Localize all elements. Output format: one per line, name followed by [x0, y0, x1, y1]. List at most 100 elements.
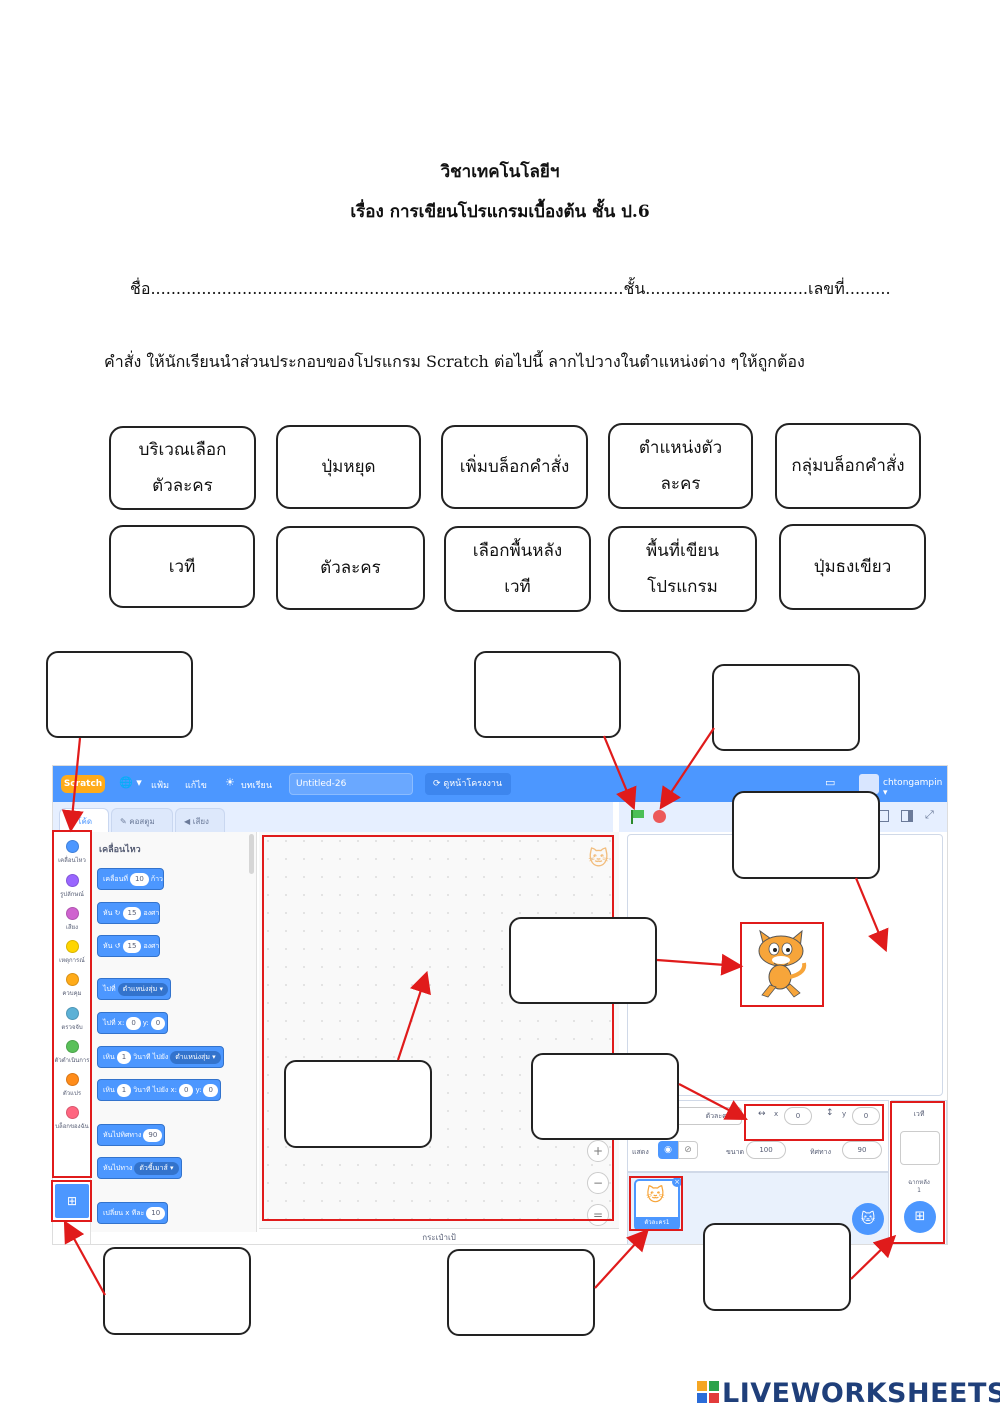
word-card-choose-backdrop[interactable]: เลือกพื้นหลังเวที — [444, 526, 591, 612]
cat-sprite-icon[interactable] — [750, 929, 812, 999]
zoom-in-icon[interactable]: + — [587, 1140, 609, 1162]
y-input[interactable]: 0 — [852, 1107, 880, 1125]
category-sensing[interactable]: ตรวจจับ — [53, 1007, 91, 1032]
hide-eye-icon[interactable]: ⊘ — [678, 1141, 698, 1159]
menu-edit[interactable]: แก้ไข — [185, 781, 207, 791]
menu-tutorials[interactable]: บทเรียน — [241, 781, 272, 791]
answer-box-1[interactable] — [46, 651, 193, 738]
word-line: ปุ่มธงเขียว — [813, 557, 892, 577]
block-input[interactable]: 15 — [122, 940, 142, 953]
tab-sounds[interactable]: ◀ เสียง — [175, 808, 225, 832]
block-input[interactable]: 15 — [122, 907, 142, 920]
project-title-input[interactable]: Untitled-26 — [289, 773, 413, 795]
word-line: เวที — [504, 577, 531, 597]
block-input[interactable]: 10 — [146, 1207, 166, 1220]
category-sound[interactable]: เสียง — [53, 907, 91, 932]
block-text: ก้าว — [150, 875, 163, 883]
scratch-logo[interactable]: Scratch — [61, 775, 105, 793]
size-input[interactable]: 100 — [746, 1141, 786, 1159]
stop-icon[interactable] — [653, 810, 666, 823]
word-card-block-categories[interactable]: กลุ่มบล็อกคำสั่ง — [775, 423, 921, 509]
category-control[interactable]: ควบคุม — [53, 973, 91, 998]
word-card-stop-button[interactable]: ปุ่มหยุด — [276, 425, 421, 509]
speaker-icon: ◀ — [184, 817, 193, 826]
block-input[interactable]: 10 — [129, 873, 149, 886]
code-workspace[interactable]: 🐱 + − = — [259, 832, 619, 1232]
block-dropdown[interactable]: ตำแหน่งสุ่ม ▾ — [170, 1051, 221, 1064]
brush-icon: ✎ — [120, 817, 130, 826]
word-line: ตัวละคร — [152, 476, 213, 496]
stage-canvas[interactable] — [627, 834, 943, 1096]
answer-box-2[interactable] — [474, 651, 621, 738]
show-eye-icon[interactable]: ◉ — [658, 1141, 678, 1159]
block-input[interactable]: 0 — [203, 1084, 218, 1097]
word-card-code-area[interactable]: พื้นที่เขียนโปรแกรม — [608, 526, 757, 612]
block-goto[interactable]: ไปที่ตำแหน่งสุ่ม ▾ — [97, 978, 172, 1000]
arrow-to-green-flag — [602, 735, 637, 811]
menu-file[interactable]: แฟ้ม — [151, 781, 170, 791]
fullscreen-icon[interactable]: ⤢ — [925, 808, 934, 821]
category-variables[interactable]: ตัวแปร — [53, 1073, 91, 1098]
answer-box-4[interactable] — [732, 791, 880, 879]
avatar[interactable] — [859, 774, 879, 794]
block-input[interactable]: 1 — [116, 1084, 132, 1097]
block-input[interactable]: 0 — [150, 1017, 166, 1030]
block-input[interactable]: 1 — [116, 1051, 132, 1064]
answer-box-7[interactable] — [531, 1053, 679, 1140]
large-stage-icon[interactable] — [901, 810, 913, 822]
answer-box-5[interactable] — [509, 917, 657, 1004]
block-input[interactable]: 90 — [143, 1129, 163, 1142]
word-line: พื้นที่เขียน — [645, 541, 720, 561]
word-card-stage[interactable]: เวที — [109, 525, 255, 608]
answer-box-3[interactable] — [712, 664, 860, 751]
backdrop-thumbnail[interactable] — [900, 1131, 940, 1165]
category-operators[interactable]: ตัวดำเนินการ — [53, 1040, 91, 1065]
choose-backdrop-icon[interactable]: ⊞ — [904, 1201, 936, 1233]
green-flag-icon[interactable] — [633, 810, 644, 818]
rotate-right-icon: ↻ — [114, 909, 121, 917]
category-looks[interactable]: รูปลักษณ์ — [53, 874, 91, 899]
block-input[interactable]: 0 — [178, 1084, 194, 1097]
username[interactable]: chtongampin ▾ — [883, 778, 943, 798]
tab-costumes[interactable]: ✎ คอสตูม — [111, 808, 173, 832]
answer-box-6[interactable] — [284, 1060, 432, 1148]
word-card-sprite[interactable]: ตัวละคร — [276, 526, 425, 610]
block-dropdown[interactable]: ตัวชี้เมาส์ ▾ — [134, 1162, 179, 1175]
globe-icon[interactable]: 🌐 ▾ — [119, 776, 142, 789]
zoom-out-icon[interactable]: − — [587, 1172, 609, 1194]
word-card-sprite-area[interactable]: บริเวณเลือกตัวละคร — [109, 426, 256, 510]
delete-sprite-icon[interactable]: × — [672, 1177, 682, 1187]
block-dropdown[interactable]: ตำแหน่งสุ่ม ▾ — [117, 983, 169, 996]
choose-sprite-icon[interactable]: 🐱 — [852, 1203, 884, 1235]
word-card-green-flag[interactable]: ปุ่มธงเขียว — [779, 524, 926, 610]
word-card-sprite-position[interactable]: ตำแหน่งตัวละคร — [608, 423, 753, 509]
see-project-page-button[interactable]: ⟳ ดูหน้าโครงงาน — [425, 773, 511, 795]
add-extension-icon[interactable]: ⊞ — [55, 1184, 89, 1218]
x-input[interactable]: 0 — [784, 1107, 812, 1125]
category-label: รูปลักษณ์ — [60, 891, 84, 898]
backdrops-count: 1 — [917, 1187, 921, 1194]
palette-scrollbar[interactable] — [249, 834, 254, 874]
block-categories: เคลื่อนไหว รูปลักษณ์ เสียง เหตุการณ์ ควบ… — [53, 832, 91, 1244]
category-my-blocks[interactable]: บล็อกของฉัน — [53, 1106, 91, 1131]
block-input[interactable]: 0 — [126, 1017, 141, 1030]
folder-icon[interactable]: ▭ — [825, 776, 836, 789]
block-point-towards[interactable]: หันไปทางตัวชี้เมาส์ ▾ — [97, 1157, 182, 1179]
word-card-add-extension[interactable]: เพิ่มบล็อกคำสั่ง — [441, 425, 588, 509]
answer-box-10[interactable] — [703, 1223, 851, 1311]
backpack[interactable]: กระเป๋าเป้ — [259, 1228, 619, 1244]
answer-box-9[interactable] — [447, 1249, 595, 1336]
category-events[interactable]: เหตุการณ์ — [53, 940, 91, 965]
share-label: ดูหน้าโครงงาน — [443, 779, 503, 789]
category-motion[interactable]: เคลื่อนไหว — [53, 840, 91, 865]
direction-input[interactable]: 90 — [842, 1141, 882, 1159]
palette-heading: เคลื่อนไหว — [99, 845, 141, 855]
